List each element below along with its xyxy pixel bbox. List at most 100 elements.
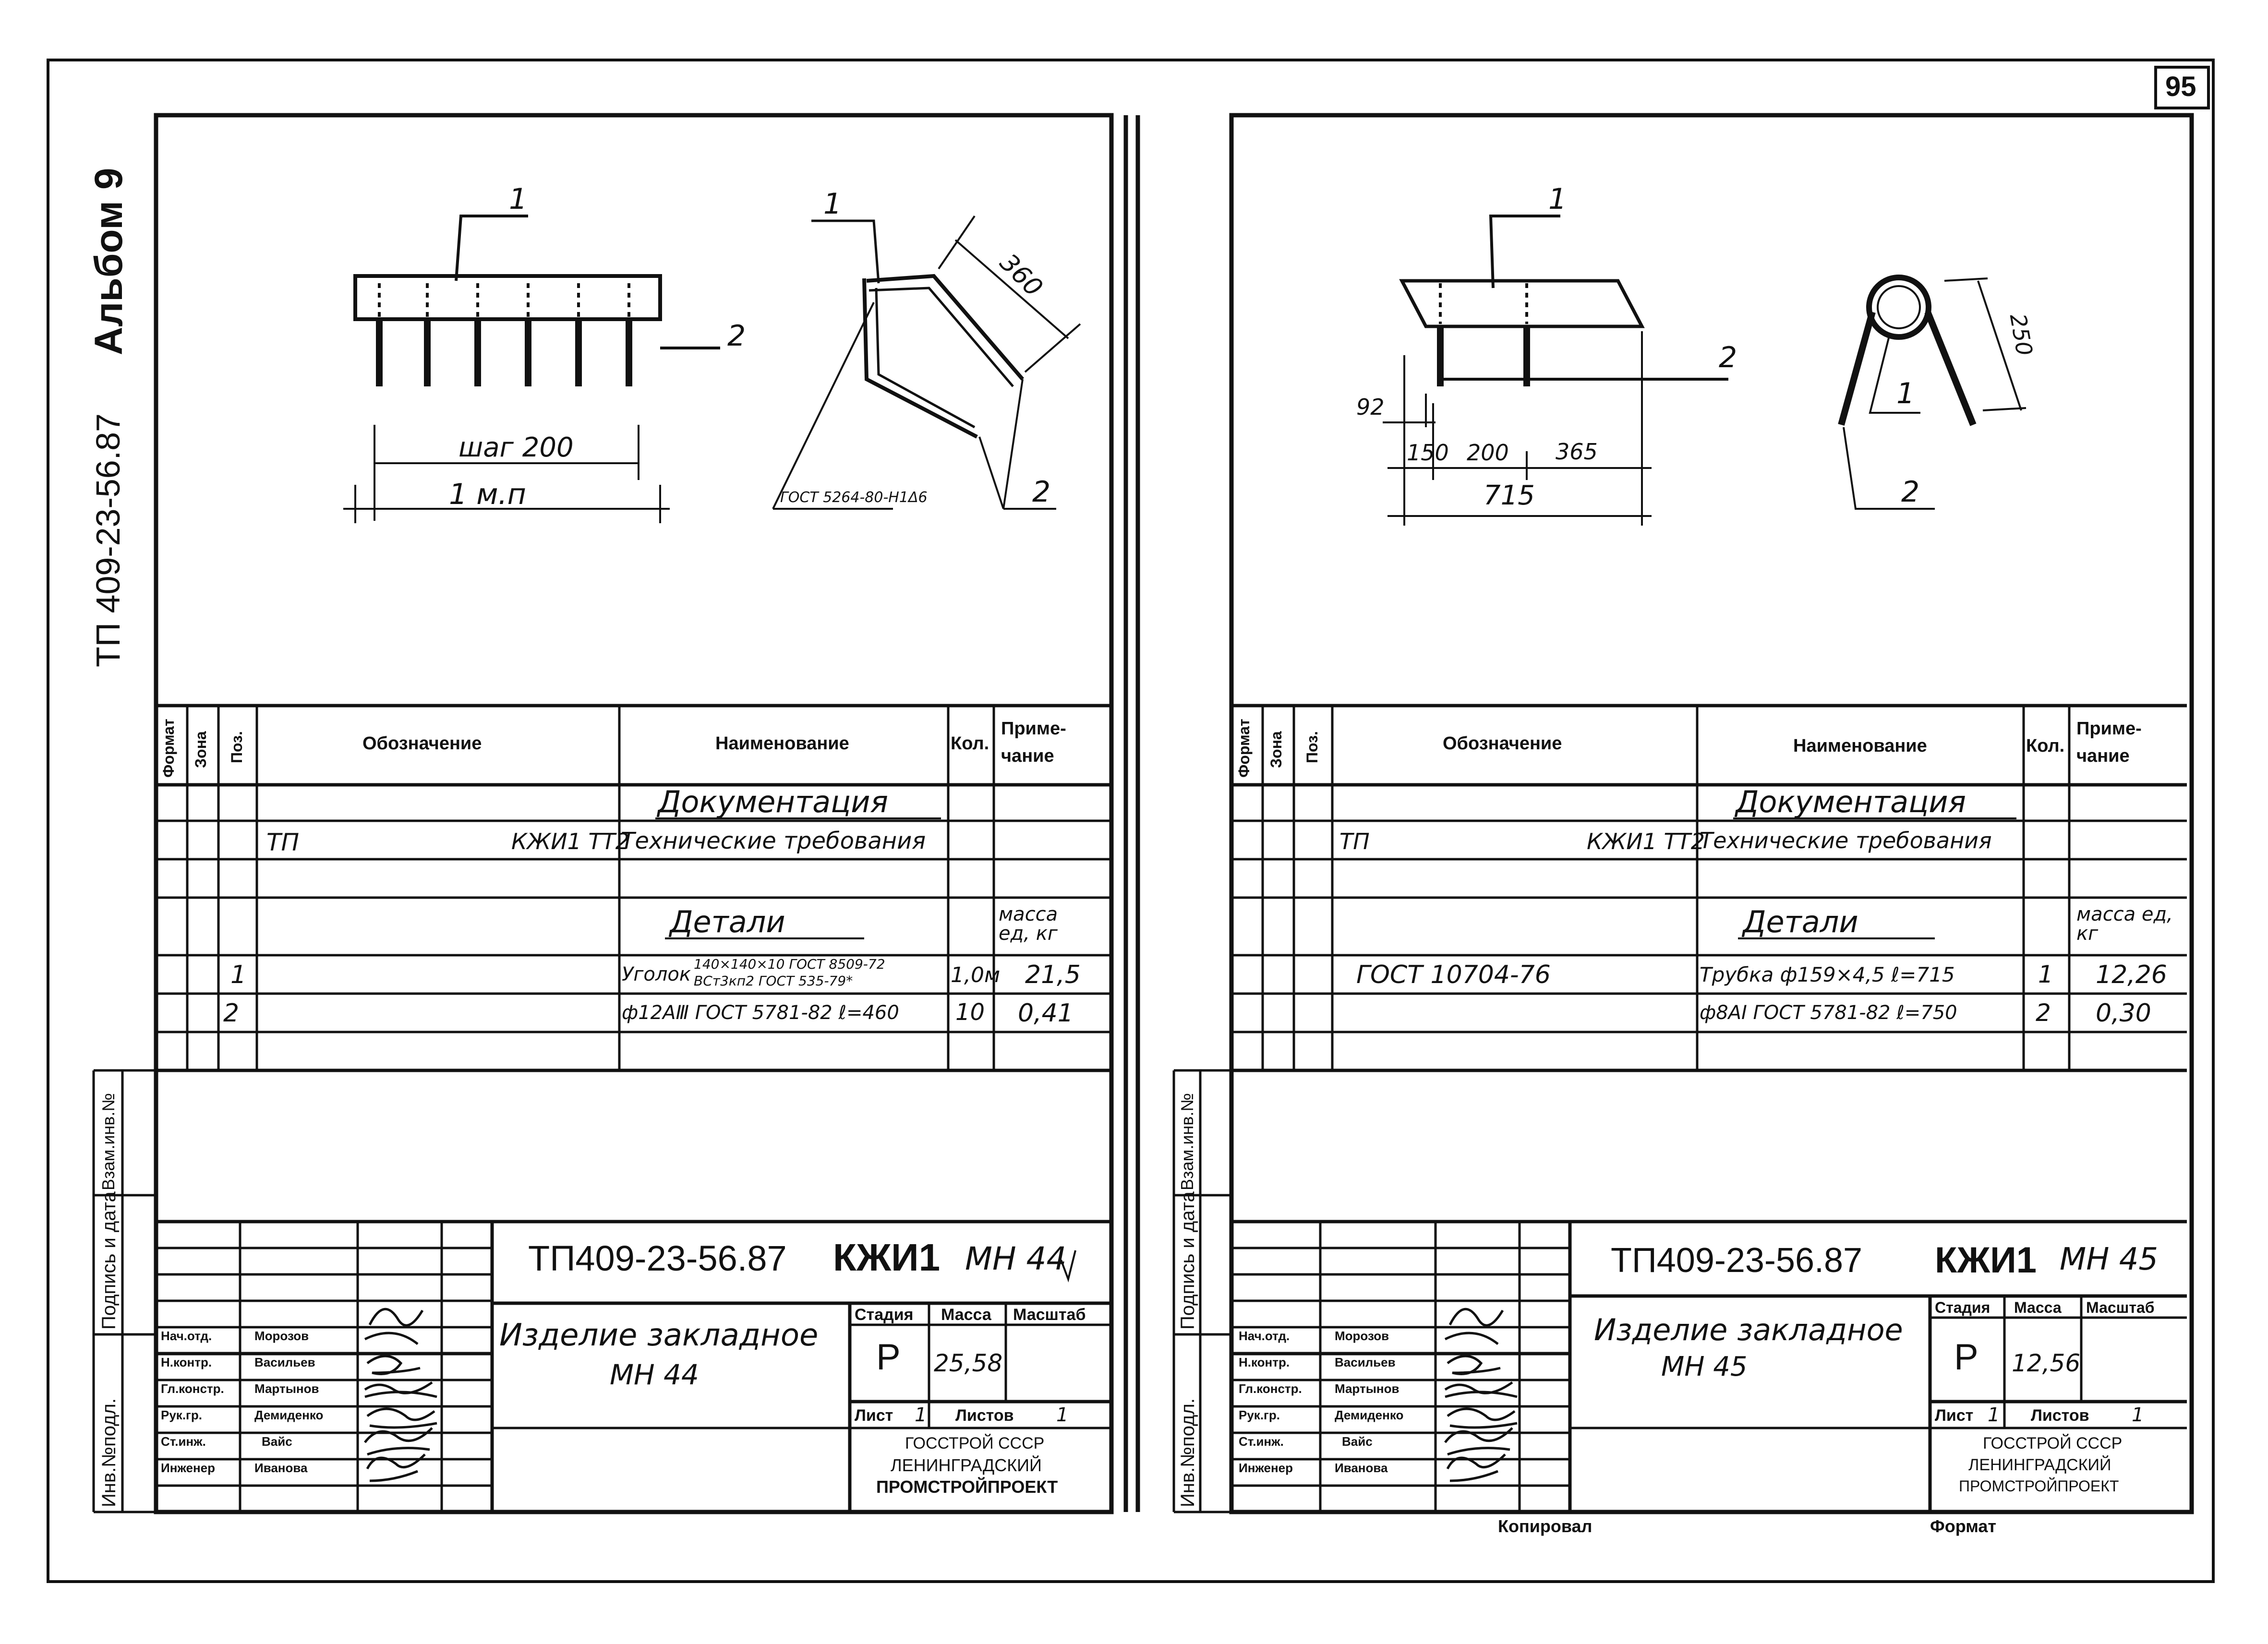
hdr-format-right: Формат [1235, 719, 1253, 778]
mn45-dim-715: 715 [1484, 480, 1535, 511]
mn44-person-5: Вайс [262, 1434, 292, 1449]
stub-label-replace-right: Взам.инв.№ [1177, 1092, 1197, 1190]
plate-mn45-view [1383, 215, 1728, 526]
mn45-doc-designation: КЖИ1 ТТ2 [1587, 828, 1705, 854]
mn44-row2-mass: 0,41 [1018, 999, 1074, 1028]
mn45-role-4: Рук.гр. [1239, 1408, 1280, 1422]
mn44-org-2: ЛЕНИНГРАДСКИЙ [891, 1455, 1042, 1475]
mn44-item: МН 44 [965, 1240, 1067, 1277]
mn45-section-docs: Документация [1736, 784, 1966, 819]
mn45-mark: КЖИ1 [1935, 1240, 2037, 1281]
stub-label-sign-right: Подпись и дата [1177, 1191, 1198, 1330]
mn45-sheets: 1 [2132, 1404, 2144, 1426]
mn44-doc-number: ТП409-23-56.87 [528, 1238, 787, 1278]
hdr-designation-right: Обозначение [1443, 733, 1562, 754]
hdr-name: Наименование [715, 733, 849, 754]
mn45-doc-code: ТП [1339, 828, 1370, 854]
angle-leader-1: 1 [823, 187, 842, 221]
mn45-person-1: Морозов [1335, 1329, 1389, 1343]
mn45-person-2: Васильев [1335, 1355, 1396, 1369]
mn44-role-5: Ст.инж. [161, 1434, 206, 1449]
mn44-row1-name-top: 140×140×10 ГОСТ 8509-72 [694, 956, 885, 972]
mn44-role-2: Н.контр. [161, 1355, 212, 1369]
stub-label-sign: Подпись и дата [98, 1191, 120, 1330]
angle-leader-2: 2 [1032, 475, 1051, 509]
angle-gost-note: ГОСТ 5264-80-Н1Δ6 [780, 489, 928, 506]
mn45-stage: Р [1954, 1337, 1978, 1378]
mn45-row2-qty: 2 [2036, 999, 2051, 1027]
project-code-vertical: ТП 409-23-56.87 [89, 413, 127, 667]
bottom-label-copied: Копировал [1498, 1516, 1592, 1536]
mn44-role-1: Нач.отд. [161, 1329, 212, 1343]
stub-label-inv: Инв.№подл. [98, 1398, 120, 1507]
mn44-person-3: Мартынов [254, 1381, 319, 1396]
mn44-row1-name-prefix: Уголок [622, 963, 691, 985]
mn45-row1-mass: 12,26 [2096, 960, 2167, 989]
mn44-sheet: 1 [915, 1404, 927, 1426]
mn45-dim-365: 365 [1556, 439, 1598, 465]
page-number: 95 [2165, 71, 2196, 102]
mn44-role-4: Рук.гр. [161, 1408, 202, 1422]
mn44-leader-2: 2 [727, 319, 746, 353]
hdr-qty-right: Кол. [2026, 736, 2065, 756]
hdr-zone: Зона [192, 731, 209, 768]
mn44-person-2: Васильев [254, 1355, 315, 1369]
album-label: Альбом 9 [87, 168, 131, 355]
mn44-row2-qty: 10 [955, 999, 985, 1026]
mn45-org-2: ЛЕНИНГРАДСКИЙ [1968, 1456, 2111, 1474]
hdr-pos-right: Поз. [1303, 731, 1321, 763]
mn44-doc-designation: КЖИ1 ТТ2 [511, 828, 629, 854]
mn45-person-3: Мартынов [1335, 1381, 1399, 1396]
mn45-doc-name: Технические требования [1700, 828, 1992, 853]
mn45-row1-name: Трубка ф159×4,5 ℓ=715 [1700, 963, 1955, 986]
signatures [364, 1250, 1518, 1482]
mn45-item: МН 45 [2060, 1242, 2159, 1277]
mn44-stage: Р [876, 1337, 901, 1378]
hdr-pos: Поз. [228, 731, 245, 763]
mn44-role-3: Гл.констр. [161, 1381, 224, 1396]
mn45-section-parts: Детали [1743, 904, 1858, 939]
mn44-scale-label: Масштаб [1013, 1306, 1086, 1324]
mn45-dim-200: 200 [1467, 440, 1509, 466]
mn45-person-5: Вайс [1342, 1434, 1373, 1449]
mn45-doc-number: ТП409-23-56.87 [1611, 1241, 1863, 1280]
mn45-role-5: Ст.инж. [1239, 1434, 1284, 1449]
mn44-row1-pos: 1 [230, 960, 247, 989]
mn44-section-parts: Детали [670, 904, 785, 939]
mn45-dim-150: 150 [1407, 440, 1449, 466]
mn45-dim-92: 92 [1356, 394, 1385, 420]
mn44-row1-name-bottom: ВСт3кп2 ГОСТ 535-79* [694, 973, 853, 989]
mn44-person-1: Морозов [254, 1329, 309, 1343]
mn45-scale-label: Масштаб [2086, 1299, 2155, 1316]
mn44-doc-name: Технические требования [621, 828, 926, 854]
mn45-sheet: 1 [1988, 1404, 2000, 1426]
mn44-leader-1: 1 [509, 182, 528, 216]
hdr-format: Формат [160, 719, 177, 778]
mn45-person-4: Демиденко [1335, 1408, 1404, 1422]
angle-section-view [772, 215, 1081, 510]
stub-label-inv-right: Инв.№подл. [1177, 1398, 1198, 1507]
mn44-row2-pos: 2 [223, 999, 240, 1028]
mn45-stage-label: Стадия [1935, 1299, 1991, 1316]
mn44-row2-name: ф12АⅢ ГОСТ 5781-82 ℓ=460 [622, 1002, 899, 1024]
pipe-leader-1: 1 [1896, 377, 1915, 410]
hdr-zone-right: Зона [1267, 731, 1285, 768]
mn45-leader-1: 1 [1548, 182, 1567, 216]
mn44-mass-label: Масса [941, 1306, 991, 1324]
mn44-mark: КЖИ1 [833, 1236, 941, 1279]
plate-mn44-view [343, 215, 720, 523]
pipe-section-view [1838, 275, 2027, 510]
mn45-org-1: ГОССТРОЙ СССР [1983, 1434, 2123, 1452]
mn44-person-4: Демиденко [254, 1408, 324, 1422]
mn44-person-6: Иванова [254, 1461, 308, 1475]
mn44-sheets: 1 [1056, 1404, 1069, 1426]
mn45-role-1: Нач.отд. [1239, 1329, 1290, 1343]
mn45-org-3: ПРОМСТРОЙПРОЕКТ [1959, 1477, 2119, 1495]
mn45-role-2: Н.контр. [1239, 1355, 1290, 1369]
mn45-row1-qty: 1 [2038, 960, 2053, 988]
pipe-dim-250: 250 [2004, 312, 2038, 358]
mn44-stage-label: Стадия [855, 1306, 914, 1324]
mn44-length-label: 1 м.п [449, 478, 526, 511]
hdr-name-right: Наименование [1793, 736, 1927, 756]
